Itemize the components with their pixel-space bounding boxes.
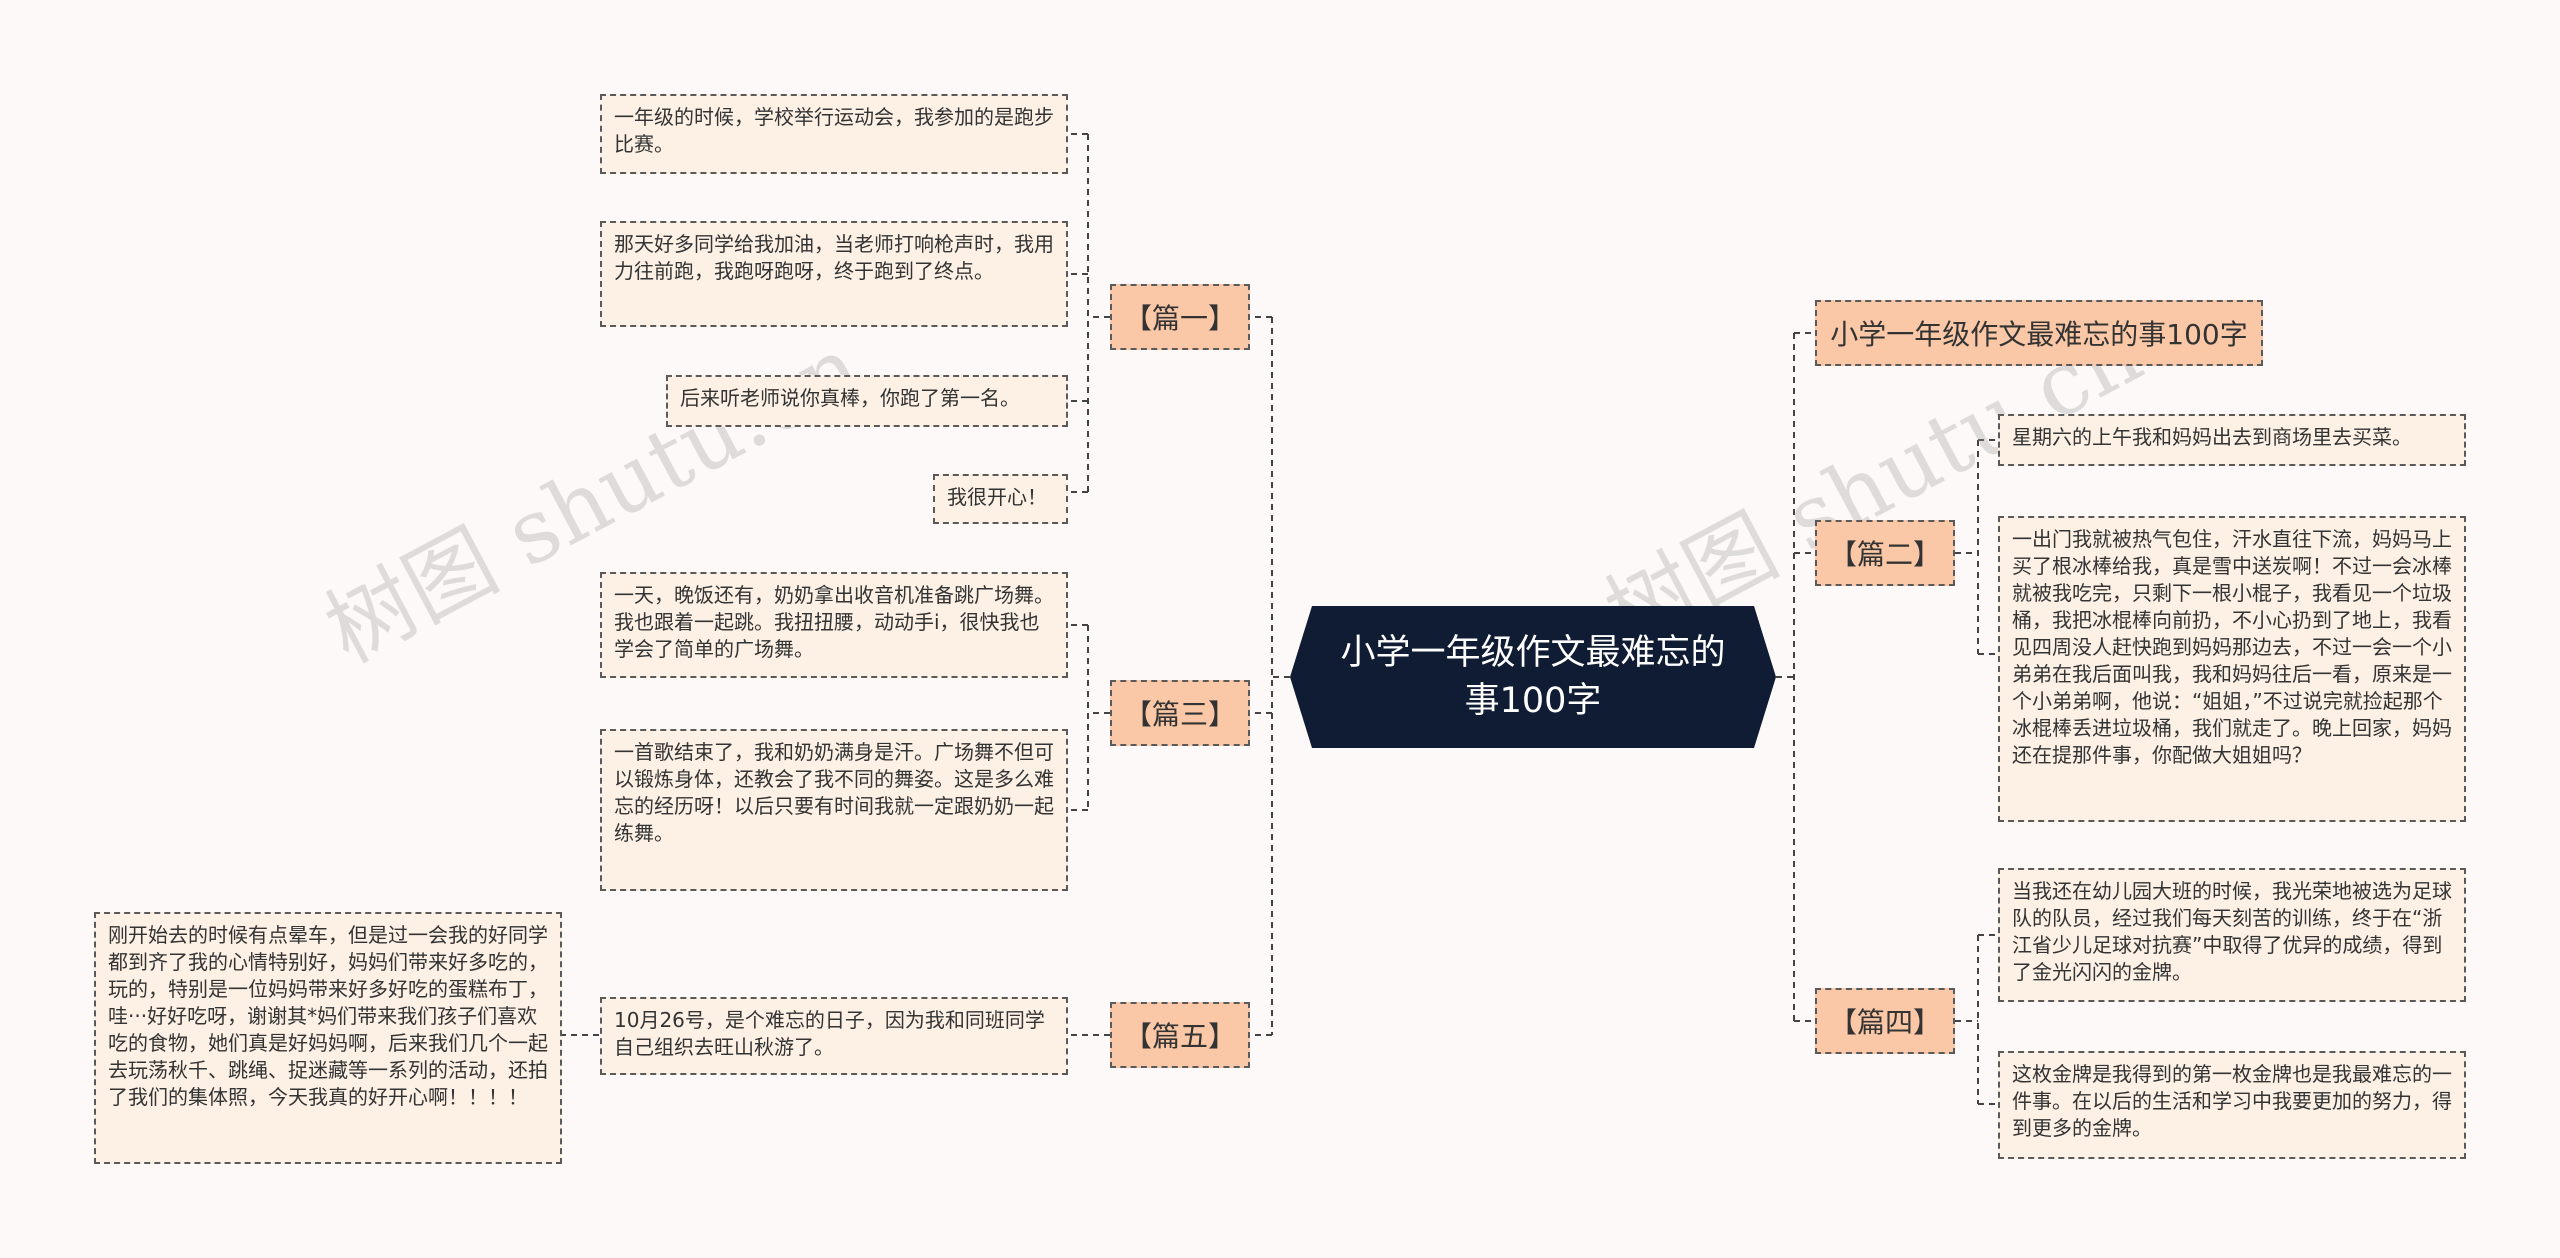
branch-p3[interactable]: 【篇三】	[1110, 680, 1250, 746]
branch-p2[interactable]: 【篇二】	[1815, 520, 1955, 586]
leaf-p1-4[interactable]: 我很开心！	[933, 474, 1068, 524]
branch-p1[interactable]: 【篇一】	[1110, 284, 1250, 350]
root-topic[interactable]: 小学一年级作文最难忘的事100字	[1290, 606, 1776, 748]
leaf-p4-1[interactable]: 当我还在幼儿园大班的时候，我光荣地被选为足球队的队员，经过我们每天刻苦的训练，终…	[1998, 868, 2466, 1002]
leaf-p5-2[interactable]: 刚开始去的时候有点晕车，但是过一会我的好同学都到齐了我的心情特别好，妈妈们带来好…	[94, 912, 562, 1164]
leaf-p2-2[interactable]: 一出门我就被热气包住，汗水直往下流，妈妈马上买了根冰棒给我，真是雪中送炭啊！不过…	[1998, 516, 2466, 822]
leaf-p4-2[interactable]: 这枚金牌是我得到的第一枚金牌也是我最难忘的一件事。在以后的生活和学习中我要更加的…	[1998, 1051, 2466, 1159]
leaf-p5-1[interactable]: 10月26号，是个难忘的日子，因为我和同班同学自己组织去旺山秋游了。	[600, 997, 1068, 1075]
leaf-p1-2[interactable]: 那天好多同学给我加油，当老师打响枪声时，我用力往前跑，我跑呀跑呀，终于跑到了终点…	[600, 221, 1068, 327]
leaf-p1-3[interactable]: 后来听老师说你真棒，你跑了第一名。	[666, 375, 1068, 427]
leaf-p1-1[interactable]: 一年级的时候，学校举行运动会，我参加的是跑步比赛。	[600, 94, 1068, 174]
title-topic[interactable]: 小学一年级作文最难忘的事100字	[1815, 300, 2263, 366]
leaf-p2-1[interactable]: 星期六的上午我和妈妈出去到商场里去买菜。	[1998, 414, 2466, 466]
leaf-p3-1[interactable]: 一天，晚饭还有，奶奶拿出收音机准备跳广场舞。我也跟着一起跳。我扭扭腰，动动手i，…	[600, 572, 1068, 678]
branch-p4[interactable]: 【篇四】	[1815, 988, 1955, 1054]
branch-p5[interactable]: 【篇五】	[1110, 1002, 1250, 1068]
leaf-p3-2[interactable]: 一首歌结束了，我和奶奶满身是汗。广场舞不但可以锻炼身体，还教会了我不同的舞姿。这…	[600, 729, 1068, 891]
